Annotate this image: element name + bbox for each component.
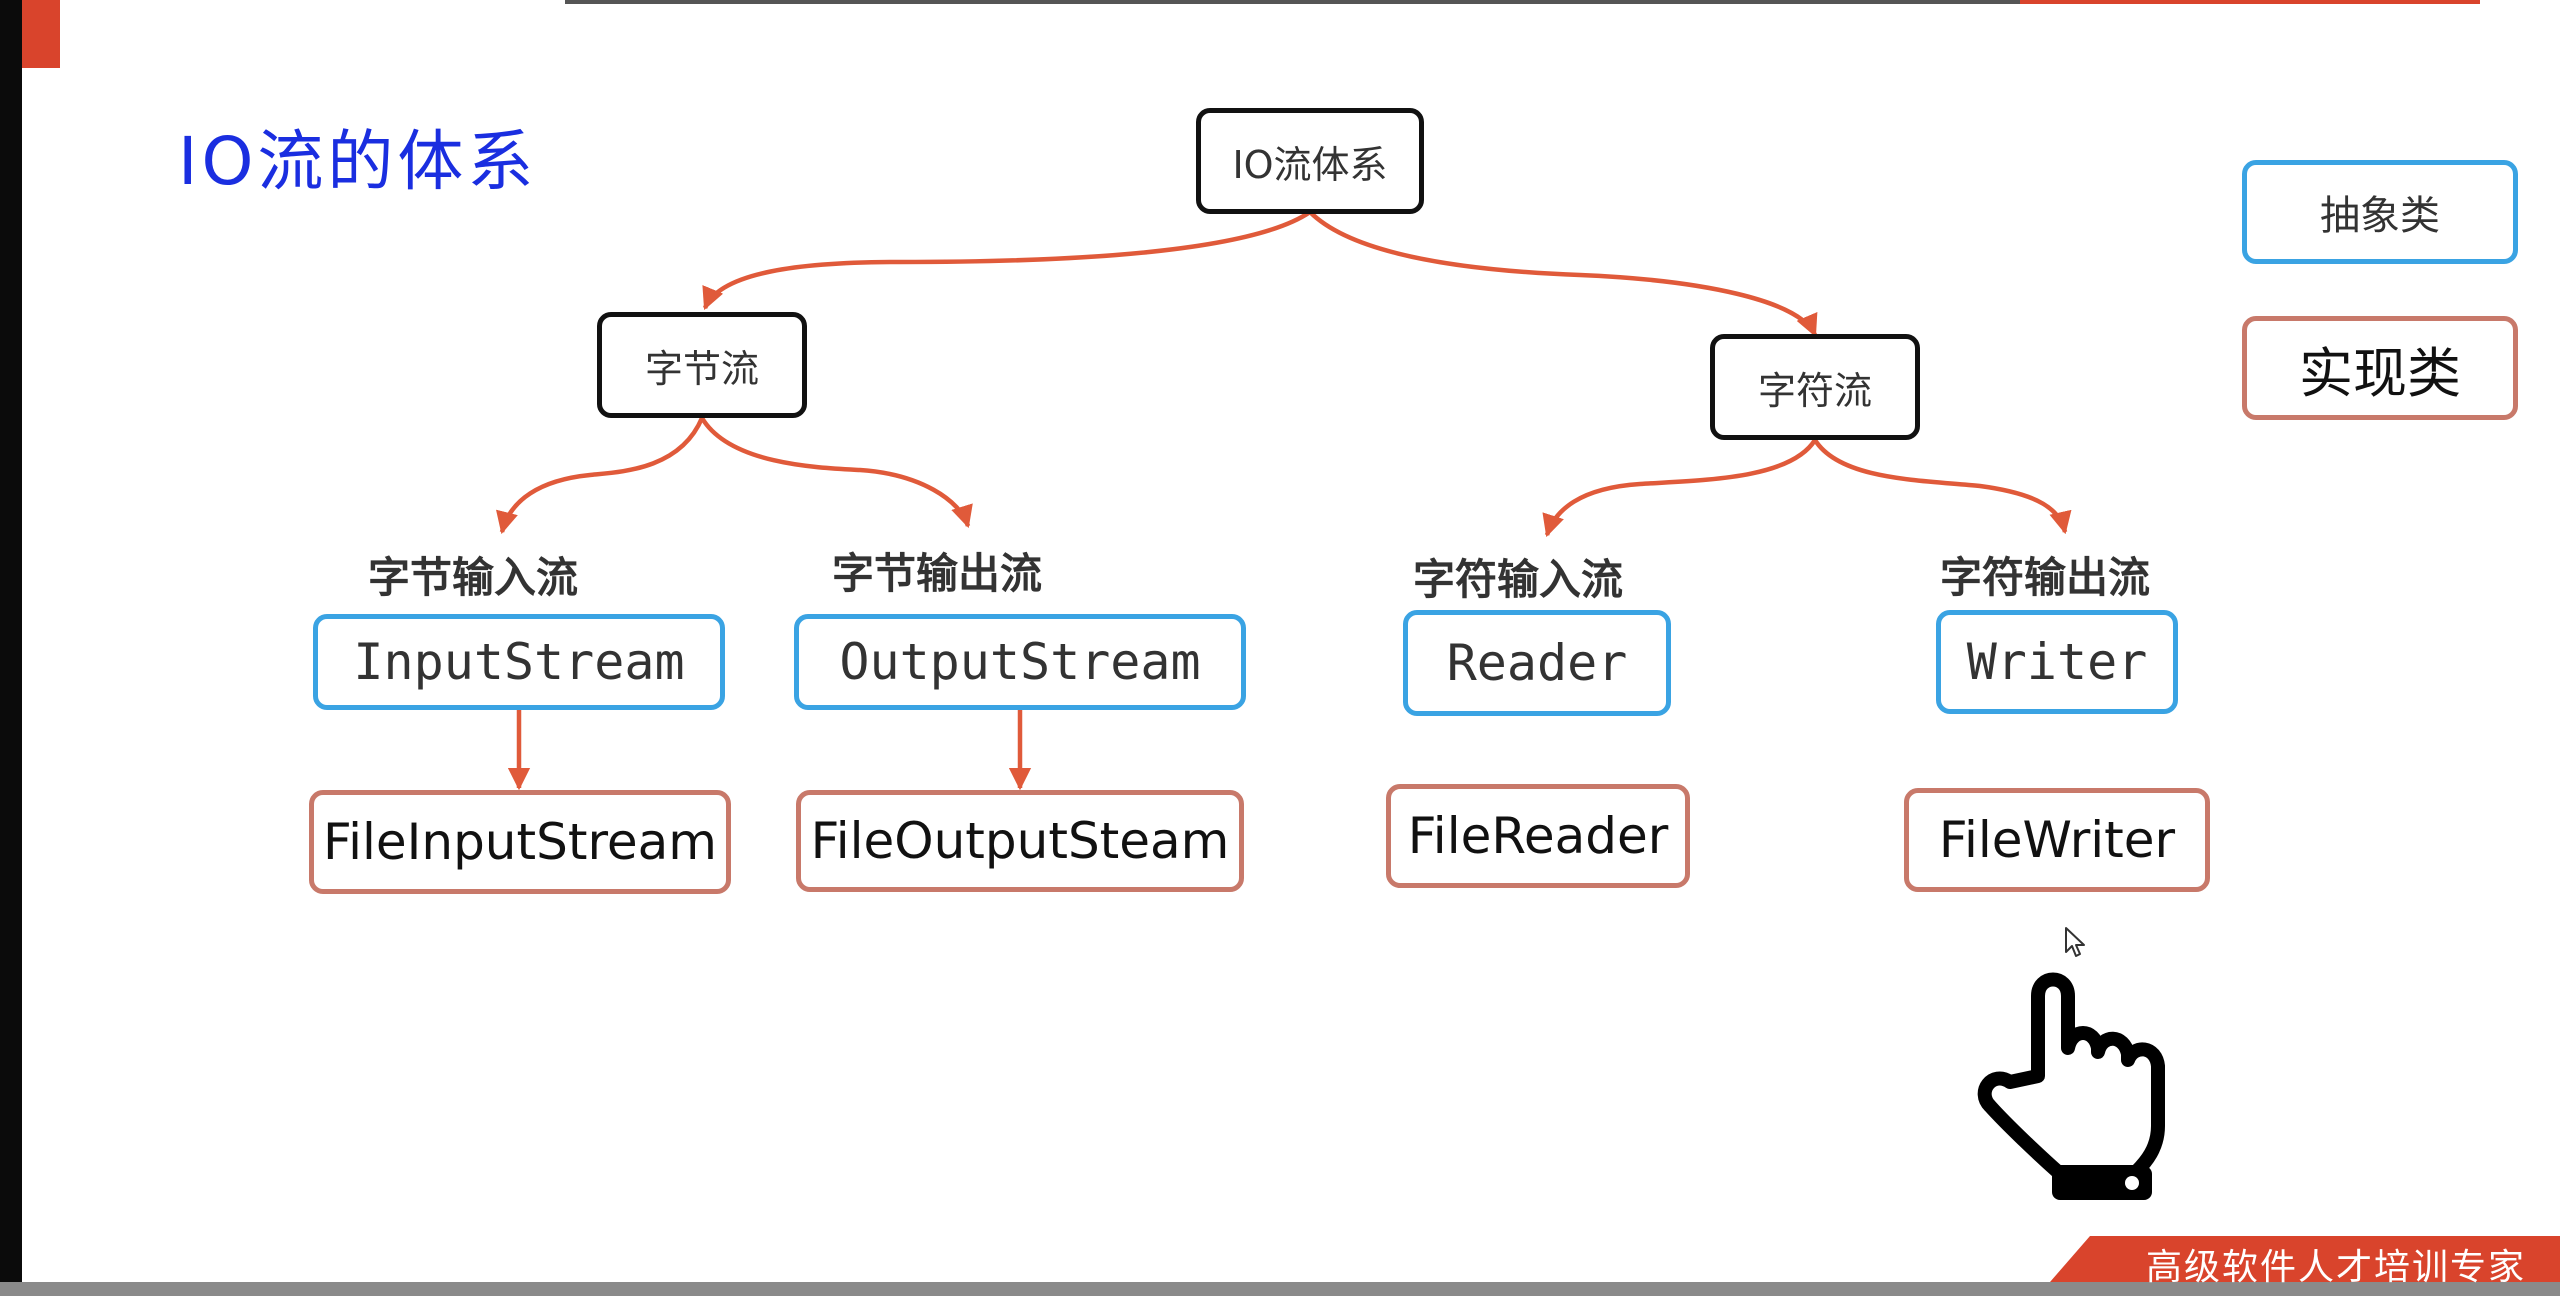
edge-byte-output	[700, 416, 973, 529]
file-output-stream-node: FileOutputSteam	[796, 790, 1244, 892]
output-stream-node: OutputStream	[794, 614, 1246, 710]
category-label-char-output: 字符输出流	[1940, 553, 2151, 602]
mouse-pointer-icon	[2065, 927, 2085, 957]
page-title: IO流的体系	[178, 123, 538, 200]
corner-accent	[22, 0, 60, 68]
byte-stream-node: 字节流	[597, 312, 807, 418]
bottom-bar	[0, 1282, 2560, 1296]
edge-root-char	[1308, 210, 1818, 338]
footer-slogan: 高级软件人才培训专家	[2146, 1247, 2527, 1288]
edge-root-byte	[702, 210, 1312, 311]
file-reader-node: FileReader	[1386, 784, 1690, 888]
pointing-hand-icon	[1977, 972, 2165, 1200]
category-label-byte-input: 字节输入流	[368, 553, 579, 602]
edge-char-output	[1813, 438, 2072, 535]
file-writer-node: FileWriter	[1904, 788, 2210, 892]
root-node: IO流体系	[1196, 108, 1424, 214]
left-frame-bar	[0, 0, 22, 1296]
file-input-stream-node: FileInputStream	[309, 790, 731, 894]
footer-banner	[2050, 1236, 2560, 1282]
category-label-byte-output: 字节输出流	[832, 549, 1043, 598]
reader-node: Reader	[1403, 610, 1671, 716]
category-label-char-input: 字符输入流	[1413, 555, 1624, 604]
legend-implementation: 实现类	[2242, 316, 2518, 420]
char-stream-node: 字符流	[1710, 334, 1920, 440]
top-rule	[565, 0, 2025, 4]
legend-abstract: 抽象类	[2242, 160, 2518, 264]
input-stream-node: InputStream	[313, 614, 725, 710]
edge-char-input	[1542, 438, 1817, 538]
writer-node: Writer	[1936, 610, 2178, 714]
edge-byte-input	[496, 417, 705, 535]
top-rule-accent	[2020, 0, 2480, 4]
